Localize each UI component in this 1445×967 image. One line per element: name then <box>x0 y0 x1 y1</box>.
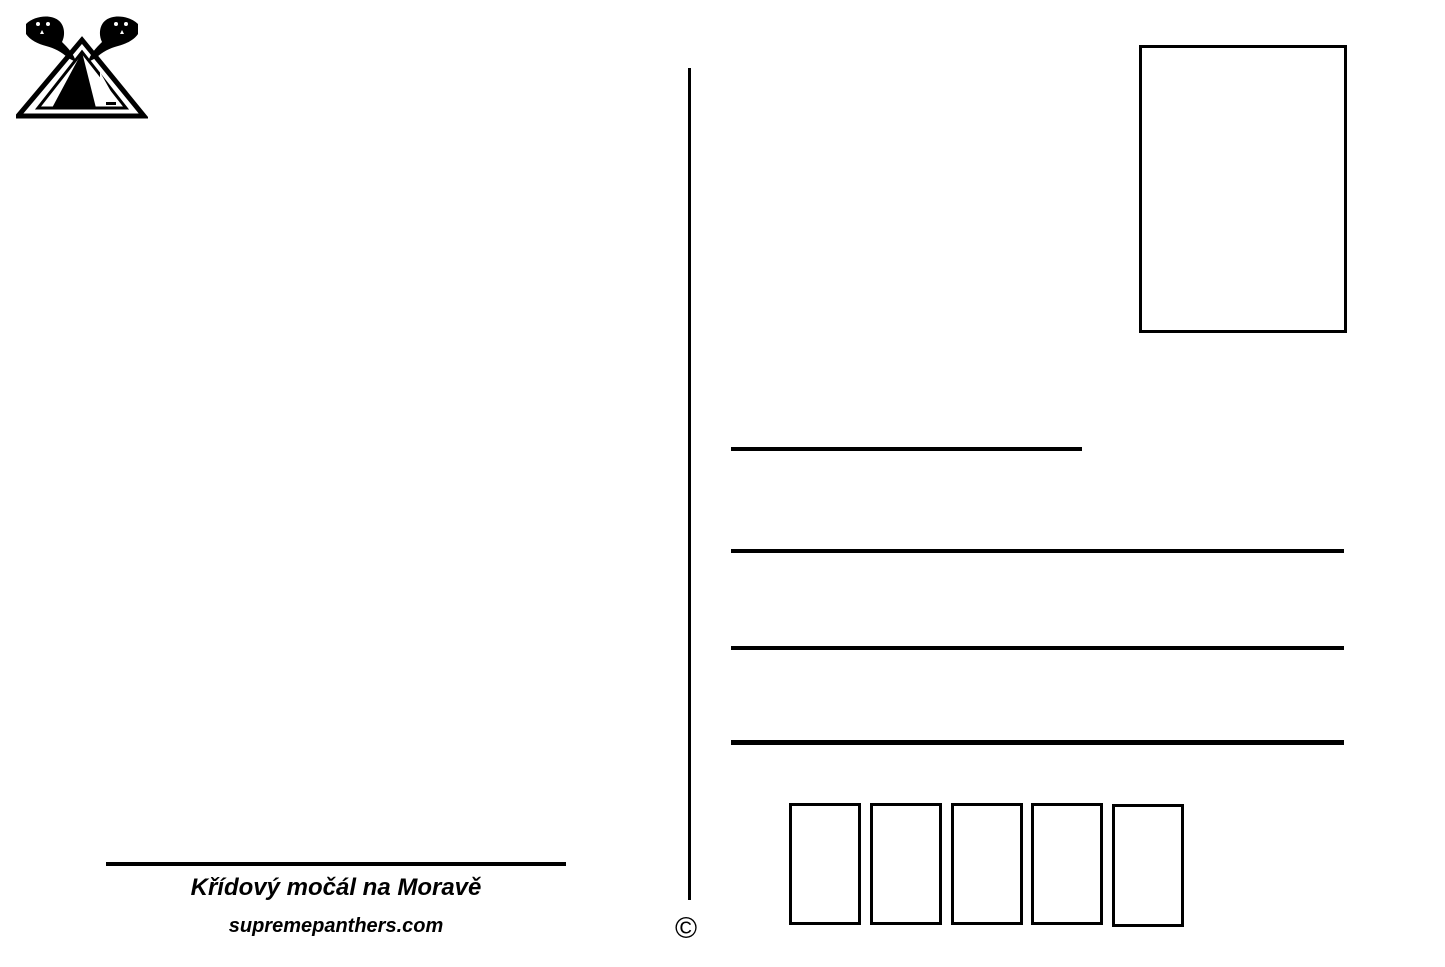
zip-box-3 <box>951 803 1023 925</box>
caption-rule <box>106 862 566 866</box>
zip-box-2 <box>870 803 942 925</box>
address-line-2 <box>731 549 1344 553</box>
caption-title: Křídový močál na Moravě <box>190 874 482 901</box>
zip-box-5 <box>1112 804 1184 927</box>
stamp-box <box>1139 45 1347 333</box>
center-divider <box>688 68 691 900</box>
zip-box-1 <box>789 803 861 925</box>
copyright-symbol: © <box>675 912 698 945</box>
address-line-1 <box>731 447 1082 451</box>
address-line-3 <box>731 646 1344 650</box>
address-line-4 <box>731 740 1344 745</box>
caption-website: supremepanthers.com <box>228 915 444 937</box>
panther-triangle-logo-icon <box>16 16 148 119</box>
zip-box-4 <box>1031 803 1103 925</box>
